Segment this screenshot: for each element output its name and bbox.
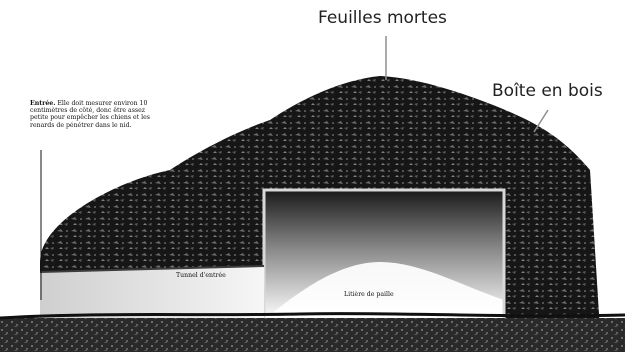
entrance-title: Entrée.: [30, 100, 55, 107]
tunnel-label: Tunnel d'entrée: [176, 272, 226, 279]
wooden-box-label: Boîte en bois: [492, 81, 603, 101]
bedding-label: Litière de paille: [344, 291, 394, 298]
entrance-annotation: Entrée. Elle doit mesurer environ 10 cen…: [30, 100, 158, 129]
ground: [0, 318, 625, 352]
dead-leaves-label: Feuilles mortes: [318, 8, 447, 28]
